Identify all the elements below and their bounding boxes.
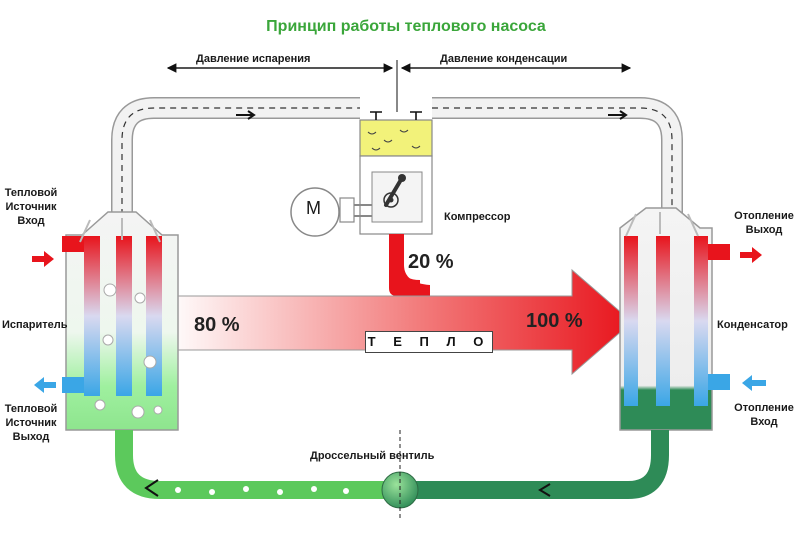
compressor xyxy=(290,111,433,237)
liquid-pipe xyxy=(115,430,669,499)
valve-label: Дроссельный вентиль xyxy=(310,450,435,462)
motor-symbol: M xyxy=(306,198,321,218)
evaporation-pressure-label: Давление испарения xyxy=(196,53,311,65)
diagram-title: Принцип работы теплового насоса xyxy=(266,18,546,35)
compressor-percent: 20 % xyxy=(408,251,454,273)
compressor-label: Компрессор xyxy=(444,211,511,223)
heat-flow-arrow xyxy=(165,268,633,376)
source-out-arrow xyxy=(34,377,56,393)
heating-out-label: Отопление Выход xyxy=(734,210,794,236)
motor-icon xyxy=(290,187,340,237)
evaporator-label: Испаритель xyxy=(2,319,68,331)
evaporator xyxy=(62,211,179,431)
vapor-pipe xyxy=(111,97,683,215)
pressure-dimension-lines xyxy=(166,60,632,112)
source-in-label: Тепловой Источник Вход xyxy=(4,187,58,227)
condenser-label: Конденсатор xyxy=(717,319,788,331)
output-percent: 100 % xyxy=(526,310,583,332)
condensation-pressure-label: Давление конденсации xyxy=(440,53,568,65)
heating-out-arrow xyxy=(740,247,762,263)
heating-in-arrow xyxy=(742,375,766,391)
condenser xyxy=(619,207,730,431)
input-percent: 80 % xyxy=(194,314,240,336)
heating-in-label: Отопление Вход xyxy=(734,402,794,428)
source-out-label: Тепловой Источник Выход xyxy=(4,403,58,443)
heat-label: Т Е П Л О xyxy=(365,331,493,353)
source-in-arrow xyxy=(32,251,54,267)
